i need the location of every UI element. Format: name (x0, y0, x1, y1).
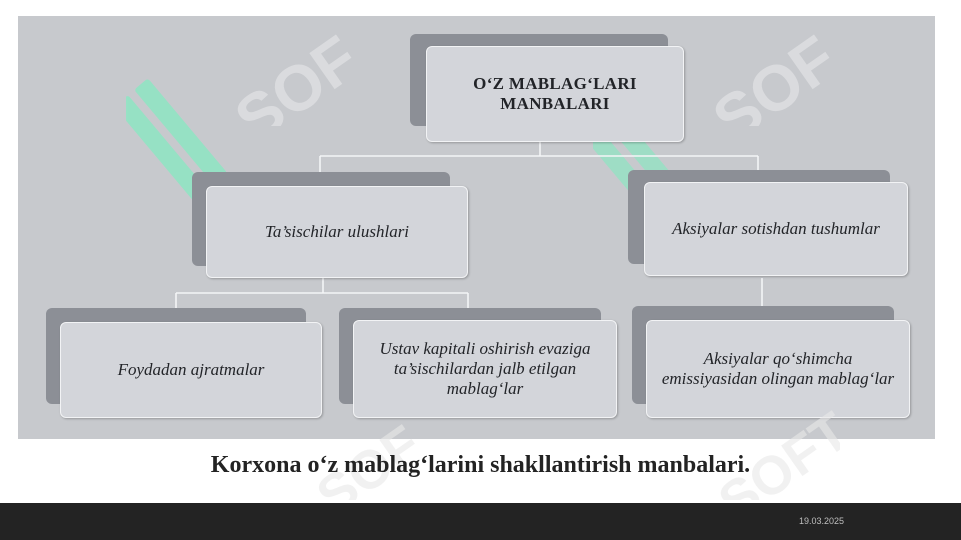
node-left-branch: Ta’sischilar ulushlari (192, 172, 470, 282)
diagram-photo: SOF SOF O‘Z MABLAG‘LARI MANBALARI Ta’sis… (18, 16, 935, 439)
figure-caption: Korxona o‘z mablag‘larini shakllantirish… (210, 452, 751, 478)
node-left-child-1: Foydadan ajratmalar (46, 308, 326, 420)
node-root-box: O‘Z MABLAG‘LARI MANBALARI (426, 46, 684, 142)
node-left-child-2-box: Ustav kapitali oshirish evaziga ta’sisch… (353, 320, 617, 418)
node-left-child-1-box: Foydadan ajratmalar (60, 322, 322, 418)
node-left-branch-box: Ta’sischilar ulushlari (206, 186, 468, 278)
node-left-child-2: Ustav kapitali oshirish evaziga ta’sisch… (339, 308, 619, 420)
node-root-label: O‘Z MABLAG‘LARI MANBALARI (473, 74, 637, 113)
node-left-child-2-label: Ustav kapitali oshirish evaziga ta’sisch… (379, 339, 591, 398)
footer-bar: 19.03.2025 (0, 503, 961, 540)
node-right-branch-label: Aksiyalar sotishdan tushumlar (672, 219, 880, 238)
footer-date: 19.03.2025 (798, 516, 844, 526)
node-right-branch-box: Aksiyalar sotishdan tushumlar (644, 182, 908, 276)
node-left-child-1-label: Foydadan ajratmalar (117, 360, 265, 379)
node-right-branch: Aksiyalar sotishdan tushumlar (628, 170, 910, 280)
node-right-child-label: Aksiyalar qo‘shimcha emissiyasidan oling… (661, 349, 895, 388)
node-root: O‘Z MABLAG‘LARI MANBALARI (410, 34, 686, 144)
node-left-branch-label: Ta’sischilar ulushlari (264, 222, 410, 241)
node-right-child-box: Aksiyalar qo‘shimcha emissiyasidan oling… (646, 320, 910, 418)
node-right-child: Aksiyalar qo‘shimcha emissiyasidan oling… (632, 306, 912, 420)
